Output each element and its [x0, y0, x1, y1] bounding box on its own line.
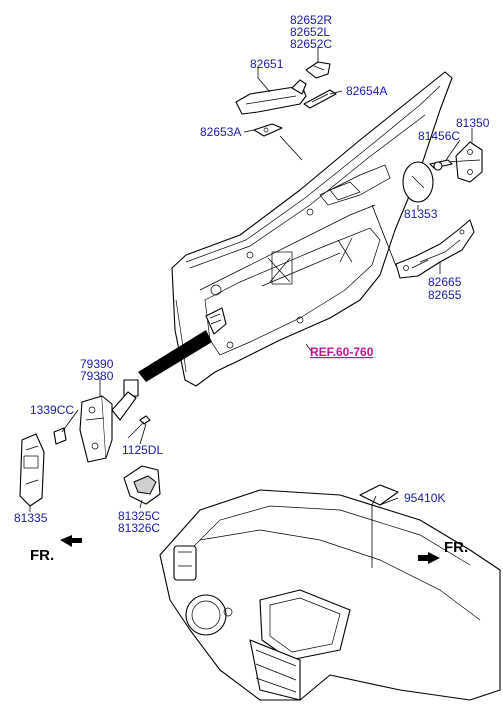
checker-pointer: [138, 330, 212, 382]
label-81456c: 81456C: [418, 129, 460, 143]
front-door-panel: [171, 71, 453, 387]
label-81326c: 81326C: [118, 521, 160, 535]
inside-latch: [395, 219, 475, 279]
label-82654a: 82654A: [346, 84, 387, 98]
label-1339cc: 1339CC: [30, 403, 74, 417]
door-checker: [79, 379, 139, 463]
hinge-cap: [123, 465, 161, 505]
label-82665: 82665: [428, 275, 462, 289]
label-ref-60-760[interactable]: REF.60-760: [310, 345, 374, 359]
label-81335: 81335: [14, 511, 48, 525]
handle-cover: [305, 61, 331, 79]
label-82652l: 82652L: [290, 25, 330, 39]
label-82652r: 82652R: [290, 13, 332, 27]
label-82652c: 82652C: [290, 37, 332, 51]
label-81325c: 81325C: [118, 509, 160, 523]
label-95410k: 95410K: [404, 491, 445, 505]
labels: 82652R 82652L 82652C 82651 82654A 82653A…: [14, 13, 490, 564]
handle-seal: [303, 89, 337, 109]
striker-assembly: [429, 141, 483, 183]
label-82653a: 82653A: [200, 125, 241, 139]
label-82651: 82651: [250, 57, 284, 71]
label-fr-left: FR.: [30, 547, 54, 564]
instrument-panel: [159, 484, 501, 701]
label-81353: 81353: [404, 207, 438, 221]
fr-arrow-left: [60, 535, 82, 547]
label-1125dl: 1125DL: [122, 443, 163, 457]
handle-bracket: [253, 123, 283, 137]
round-cap: [402, 161, 434, 203]
hinge-cover: [19, 433, 45, 507]
outside-handle: [235, 79, 307, 115]
leader-lines: [29, 47, 473, 568]
label-82655: 82655: [428, 288, 462, 302]
label-79390: 79390: [80, 357, 114, 371]
label-81350: 81350: [456, 116, 490, 130]
label-fr-right: FR.: [444, 539, 468, 556]
fr-arrow-right: [418, 552, 440, 564]
bolt: [53, 415, 151, 445]
label-79380: 79380: [80, 369, 114, 383]
